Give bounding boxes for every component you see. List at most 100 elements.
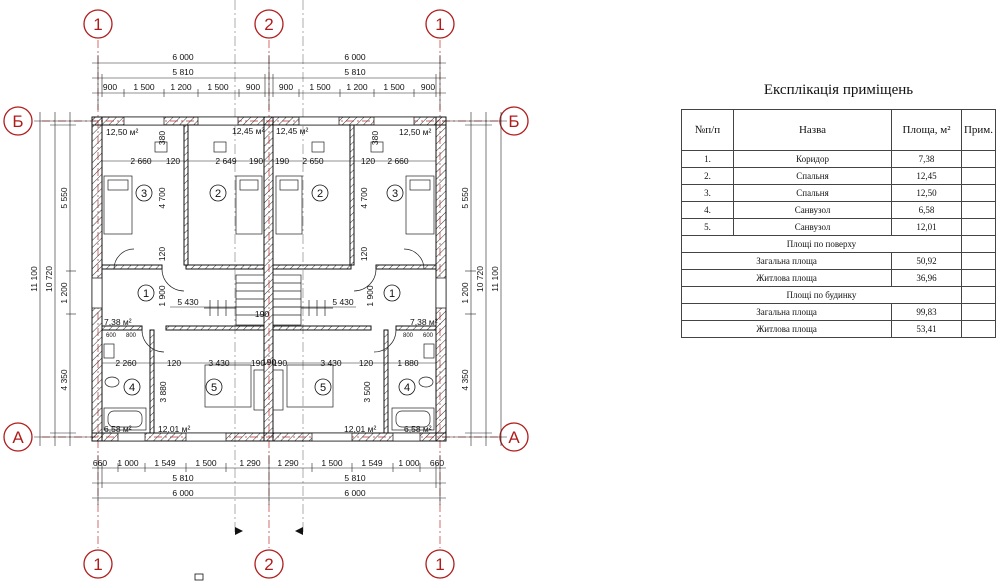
axis-marker-col1-bottom: 1 <box>83 549 113 579</box>
toilet-icon <box>104 376 120 388</box>
explication-table: №п/п Назва Площа, м² Прим. 1. Коридор 7,… <box>680 109 997 338</box>
table-row: Житлова площа 53,41 <box>680 320 997 338</box>
exterior-walls <box>91 116 447 442</box>
svg-text:А: А <box>12 428 24 447</box>
floor-plan: 1 2 1 1 2 1 Б Б А А <box>3 0 529 581</box>
svg-text:600: 600 <box>423 333 434 339</box>
svg-text:4 350: 4 350 <box>460 369 470 391</box>
svg-text:3: 3 <box>141 188 147 200</box>
svg-text:1 200: 1 200 <box>460 282 470 304</box>
section-mark-left <box>235 527 243 535</box>
bed-icon <box>405 175 435 235</box>
nightstand-icon <box>154 141 168 153</box>
axis-marker-col2-bottom: 2 <box>254 549 284 579</box>
svg-text:4 700: 4 700 <box>359 187 369 209</box>
svg-text:1 200: 1 200 <box>346 82 368 92</box>
bed-icon <box>235 175 263 235</box>
bathtub-icon <box>391 407 435 431</box>
svg-text:11 100: 11 100 <box>490 266 500 292</box>
svg-text:10 720: 10 720 <box>475 266 485 292</box>
svg-text:5 810: 5 810 <box>344 67 366 77</box>
svg-text:2 660: 2 660 <box>387 156 409 166</box>
svg-text:2 649: 2 649 <box>215 156 237 166</box>
dimensions-bottom: 660 1 000 1 549 1 500 1 290 1 290 1 500 … <box>92 455 446 505</box>
svg-text:6 000: 6 000 <box>344 488 366 498</box>
inner-dimensions: 2 660 120 2 649 190 190 2 650 120 2 660 … <box>102 131 436 403</box>
svg-text:6 000: 6 000 <box>172 488 194 498</box>
table-header-row: №п/п Назва Площа, м² Прим. <box>681 109 997 151</box>
svg-text:6 000: 6 000 <box>172 52 194 62</box>
svg-text:7,38 м²: 7,38 м² <box>410 317 438 327</box>
svg-text:1 000: 1 000 <box>117 458 139 468</box>
svg-text:1 549: 1 549 <box>361 458 383 468</box>
nightstand-icon <box>213 141 227 153</box>
svg-text:190: 190 <box>275 156 289 166</box>
svg-text:5 550: 5 550 <box>460 187 470 209</box>
svg-text:1: 1 <box>435 15 444 34</box>
svg-text:5 810: 5 810 <box>172 473 194 483</box>
room-marker-4: 4 <box>398 378 416 396</box>
room-marker-2: 2 <box>311 184 329 202</box>
svg-text:1: 1 <box>435 555 444 574</box>
axis-marker-rowA-left: А <box>3 422 33 452</box>
svg-text:1 000: 1 000 <box>398 458 420 468</box>
room-marker-2: 2 <box>209 184 227 202</box>
svg-text:5 810: 5 810 <box>344 473 366 483</box>
svg-text:5 430: 5 430 <box>332 297 354 307</box>
small-marker <box>194 573 204 581</box>
svg-text:5: 5 <box>211 382 217 394</box>
svg-text:3 880: 3 880 <box>158 381 168 403</box>
svg-text:4 350: 4 350 <box>59 369 69 391</box>
svg-text:2: 2 <box>264 555 273 574</box>
svg-text:2: 2 <box>215 188 221 200</box>
svg-text:190: 190 <box>255 309 269 319</box>
svg-text:2 650: 2 650 <box>302 156 324 166</box>
svg-text:1 900: 1 900 <box>365 285 375 307</box>
svg-text:380: 380 <box>370 131 380 145</box>
room-marker-1: 1 <box>383 284 401 302</box>
svg-text:11 100: 11 100 <box>29 266 39 292</box>
svg-text:1 500: 1 500 <box>309 82 331 92</box>
svg-text:2 260: 2 260 <box>115 358 137 368</box>
svg-text:2 660: 2 660 <box>130 156 152 166</box>
svg-text:3 430: 3 430 <box>208 358 230 368</box>
svg-text:1 500: 1 500 <box>133 82 155 92</box>
svg-text:660: 660 <box>93 458 107 468</box>
svg-text:Б: Б <box>508 112 519 131</box>
svg-text:1: 1 <box>389 288 395 300</box>
svg-text:900: 900 <box>246 82 260 92</box>
svg-text:3: 3 <box>392 188 398 200</box>
axis-marker-rowB-left: Б <box>3 106 33 136</box>
table-row: 4. Санвузол 6,58 <box>681 201 997 219</box>
svg-text:120: 120 <box>167 358 181 368</box>
svg-text:Б: Б <box>12 112 23 131</box>
svg-text:900: 900 <box>279 82 293 92</box>
svg-text:800: 800 <box>126 333 137 339</box>
svg-text:6,58 м²: 6,58 м² <box>404 424 432 434</box>
svg-text:12,50 м²: 12,50 м² <box>106 127 138 137</box>
svg-text:1 290: 1 290 <box>277 458 299 468</box>
svg-text:120: 120 <box>359 358 373 368</box>
table-row: 5. Санвузол 12,01 <box>681 218 997 236</box>
svg-text:190: 190 <box>262 357 276 367</box>
room-marker-1: 1 <box>137 284 155 302</box>
table-row: 1. Коридор 7,38 <box>681 150 997 168</box>
svg-text:1: 1 <box>93 555 102 574</box>
svg-text:12,01 м²: 12,01 м² <box>344 424 376 434</box>
sink-icon <box>103 343 115 359</box>
toilet-icon <box>418 376 434 388</box>
svg-text:5 810: 5 810 <box>172 67 194 77</box>
svg-text:380: 380 <box>157 131 167 145</box>
svg-text:3 430: 3 430 <box>320 358 342 368</box>
svg-text:600: 600 <box>106 333 117 339</box>
svg-text:10 720: 10 720 <box>44 266 54 292</box>
header-name: Назва <box>732 109 893 151</box>
svg-text:5 430: 5 430 <box>177 297 199 307</box>
table-row: 2. Спальня 12,45 <box>681 167 997 185</box>
svg-text:120: 120 <box>359 247 369 261</box>
room-marker-3: 3 <box>386 184 404 202</box>
room-marker-5: 5 <box>205 378 223 396</box>
nightstand-icon <box>370 141 384 153</box>
bathtub-icon <box>103 407 147 431</box>
header-area: Площа, м² <box>891 109 962 151</box>
